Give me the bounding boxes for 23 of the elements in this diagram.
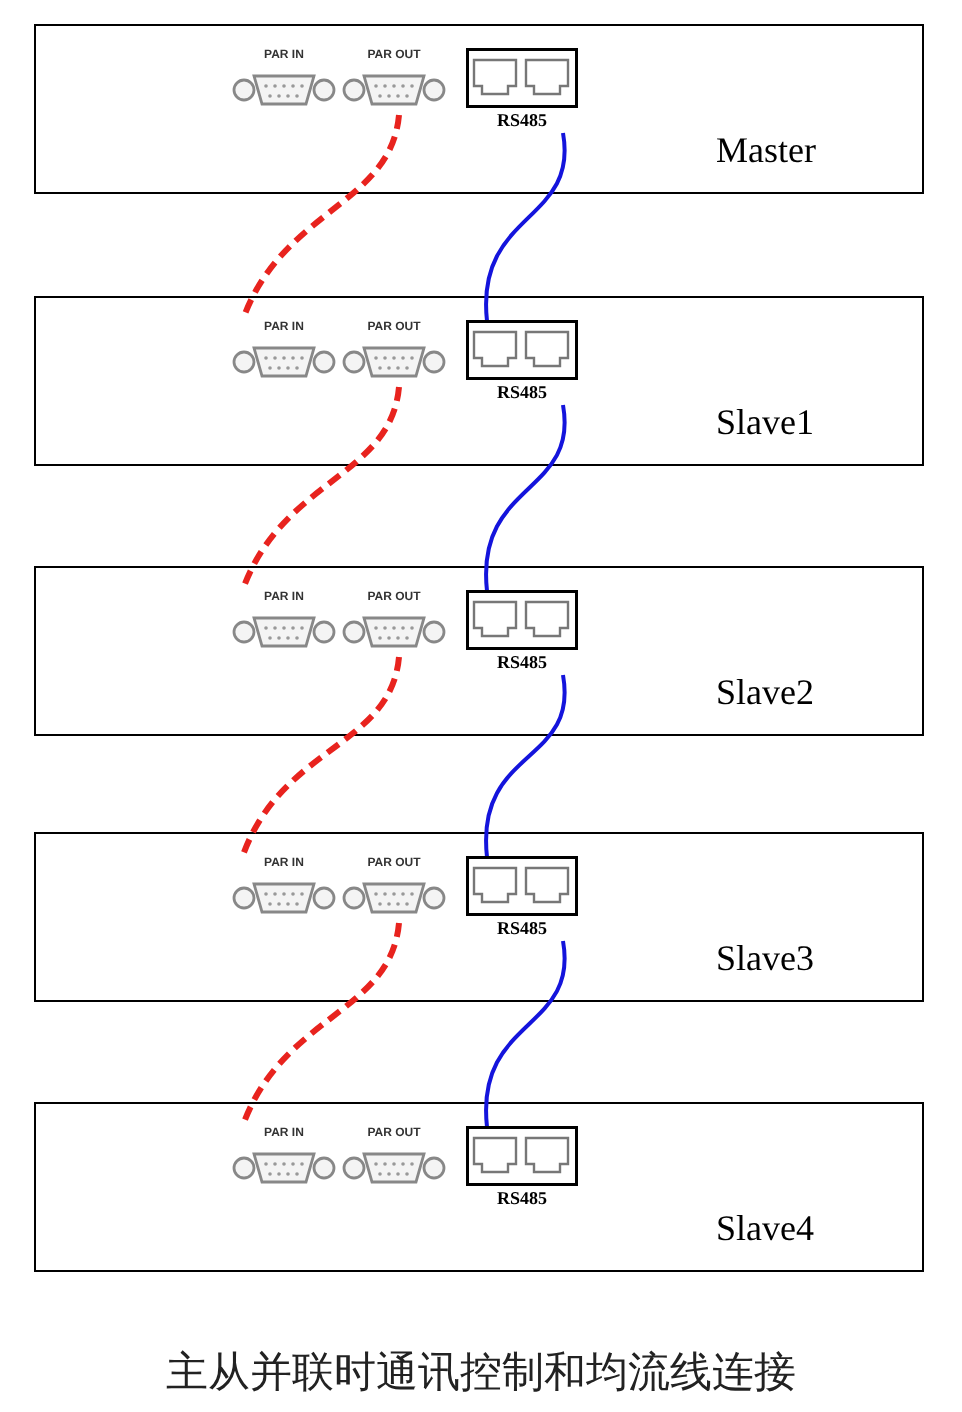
port-label: RS485 bbox=[496, 110, 547, 130]
device-panel bbox=[34, 1102, 924, 1272]
port-label: RS485 bbox=[496, 652, 547, 672]
communication-cable bbox=[484, 674, 567, 858]
parallel-cable bbox=[240, 386, 402, 591]
device-name: Master bbox=[716, 130, 816, 172]
caption: 主从并联时通讯控制和均流线连接 bbox=[166, 1346, 796, 1400]
device-name: Slave4 bbox=[716, 1208, 814, 1250]
communication-cable bbox=[484, 940, 567, 1128]
device-panel bbox=[34, 832, 924, 1002]
device-panel bbox=[34, 296, 924, 466]
device-name: Slave2 bbox=[716, 672, 814, 714]
port-label: RS485 bbox=[496, 918, 547, 938]
parallel-cable bbox=[240, 922, 402, 1127]
device-panel bbox=[34, 566, 924, 736]
parallel-cable bbox=[240, 656, 402, 857]
port-label: RS485 bbox=[496, 382, 547, 402]
port-label: RS485 bbox=[496, 1188, 547, 1208]
communication-cable bbox=[484, 132, 567, 322]
device-name: Slave1 bbox=[716, 402, 814, 444]
device-panel bbox=[34, 24, 924, 194]
device-name: Slave3 bbox=[716, 938, 814, 980]
communication-cable bbox=[484, 404, 567, 592]
